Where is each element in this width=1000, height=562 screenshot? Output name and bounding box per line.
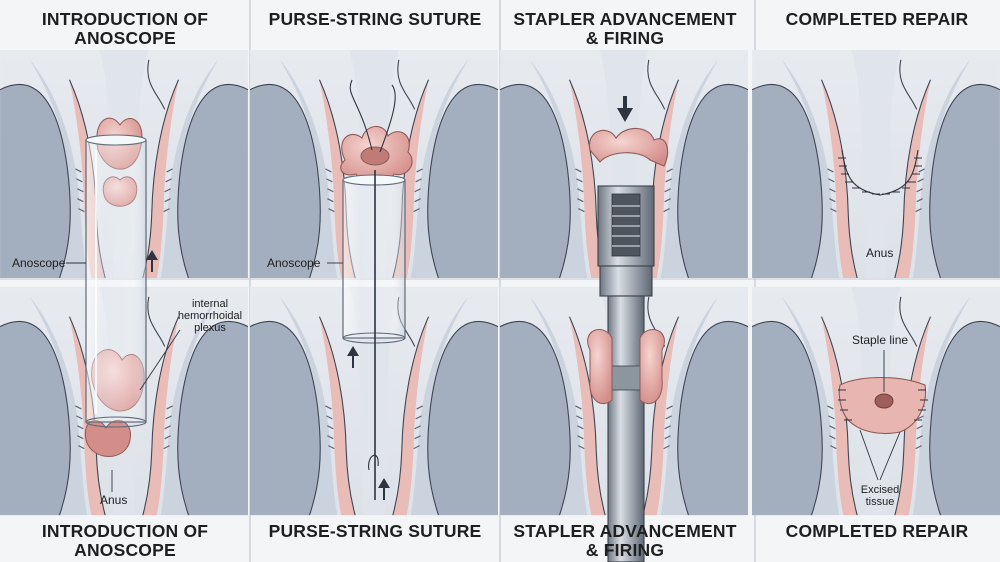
stapler-anvil-tissue (589, 127, 669, 167)
p1-anus-label: Anus (100, 493, 128, 507)
anatomy-cell-r1-c4 (752, 50, 1000, 278)
p4-leaders (859, 350, 901, 481)
p2-anoscope-label: Anoscope (267, 256, 321, 270)
p1-plexus-label: internal hemorrhoidal plexus (177, 298, 243, 334)
stapler-device (597, 185, 655, 562)
panel2-top-title: PURSE-STRING SUTURE (268, 9, 482, 29)
panel3-bottom-title: STAPLER ADVANCEMENT & FIRING (513, 521, 737, 560)
panel1-top-title: INTRODUCTION OF ANOSCOPE (41, 9, 209, 48)
p4-excised-label: Excised tissue (860, 484, 900, 508)
panel1-bottom-title: INTRODUCTION OF ANOSCOPE (41, 521, 209, 560)
p1-leader-lines (66, 262, 181, 492)
p1-anoscope-label: Anoscope (12, 256, 66, 270)
p4-excised-tissue (838, 376, 928, 435)
panel3-top-title: STAPLER ADVANCEMENT & FIRING (513, 9, 737, 48)
p2-arrows (347, 346, 390, 500)
p4-staple-line-label: Staple line (852, 333, 909, 347)
p3-purse-ring (587, 329, 665, 405)
p2-purse-string-tissue (340, 79, 413, 184)
p4-staple-line-top (838, 149, 922, 196)
p2-anoscope-tube (342, 174, 406, 344)
p4-anus-label: Anus (866, 246, 894, 260)
p1-arrow-up (146, 250, 158, 272)
p3-arrow-down (617, 96, 633, 122)
panel2-bottom-title: PURSE-STRING SUTURE (268, 521, 482, 541)
anoscope-tube (85, 134, 147, 428)
p2-suture-needle (368, 170, 379, 500)
panel4-bottom-title: COMPLETED REPAIR (785, 521, 969, 541)
panel4-top-title: COMPLETED REPAIR (785, 9, 969, 29)
